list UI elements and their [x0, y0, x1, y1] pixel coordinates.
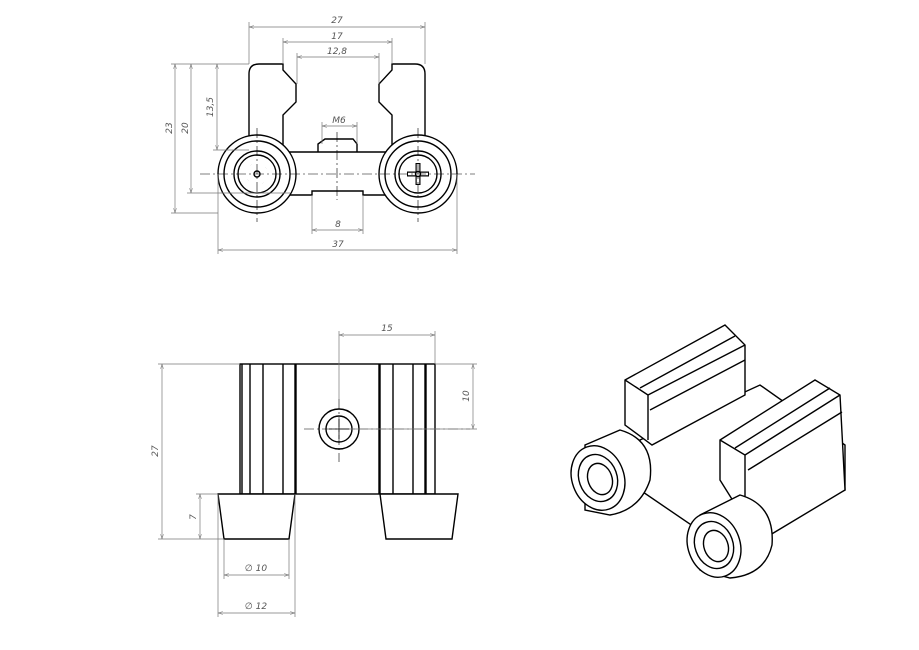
iso-right-wheel [686, 494, 773, 579]
top-dimensions [171, 22, 458, 254]
isometric-view [570, 324, 846, 579]
wheel-centerlines [200, 128, 475, 222]
iso-left-wheel [570, 429, 652, 516]
dim-7: 7 [189, 514, 199, 520]
m6-nut [317, 138, 358, 152]
top-view: 27 17 12,8 M6 23 20 13,5 8 37 [165, 16, 475, 254]
dim-37: 37 [332, 240, 344, 250]
dim-dia-12: ∅ 12 [245, 602, 267, 612]
dim-27: 27 [331, 16, 343, 26]
dim-17: 17 [331, 32, 343, 42]
dim-10: 10 [462, 390, 472, 402]
dim-27-height: 27 [151, 445, 161, 457]
front-dimensions [158, 331, 477, 617]
dim-15: 15 [381, 324, 393, 334]
dim-23: 23 [165, 122, 175, 134]
dim-m6: M6 [332, 116, 346, 126]
dim-dia-10: ∅ 10 [245, 564, 267, 574]
dim-13-5: 13,5 [206, 97, 216, 117]
dim-20: 20 [181, 122, 191, 134]
dim-8: 8 [335, 220, 341, 230]
center-bar [283, 151, 392, 196]
front-view: 15 10 27 7 ∅ 10 ∅ 12 [151, 324, 477, 617]
left-foot-wheel [217, 493, 296, 540]
right-foot-wheel [379, 493, 459, 540]
body-outline-right [378, 63, 426, 153]
body-outline [248, 63, 297, 153]
dim-12-8: 12,8 [327, 47, 347, 57]
